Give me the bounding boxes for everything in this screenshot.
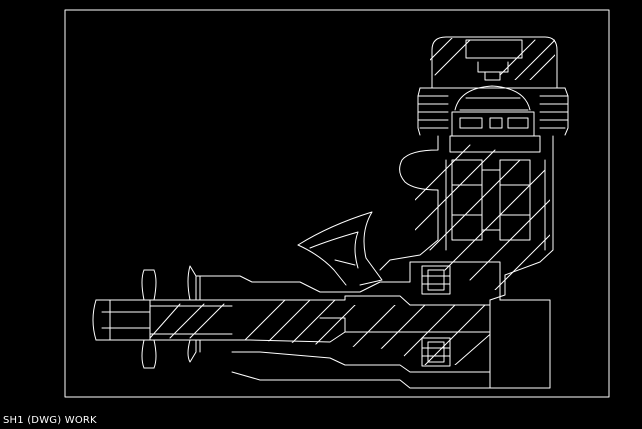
- drive-hub: [187, 265, 201, 363]
- carburetor-venturi: [297, 211, 383, 286]
- prop-washer: [141, 269, 157, 369]
- crankshaft-housing: [195, 261, 551, 389]
- piston: [449, 111, 541, 153]
- cylinder-head: [430, 36, 558, 89]
- cooling-fins-left: [417, 87, 449, 136]
- status-bar-label: SH1 (DWG) WORK: [3, 415, 97, 426]
- bearing-lower: [421, 337, 451, 367]
- combustion-dome: [454, 85, 531, 111]
- bearing-upper: [421, 265, 451, 295]
- prop-shaft: [92, 299, 233, 341]
- crankcase-housing: [379, 135, 554, 301]
- cooling-fins-right: [539, 87, 569, 136]
- sheet-border: [64, 9, 610, 398]
- status-bar: SH1 (DWG) WORK: [0, 412, 642, 429]
